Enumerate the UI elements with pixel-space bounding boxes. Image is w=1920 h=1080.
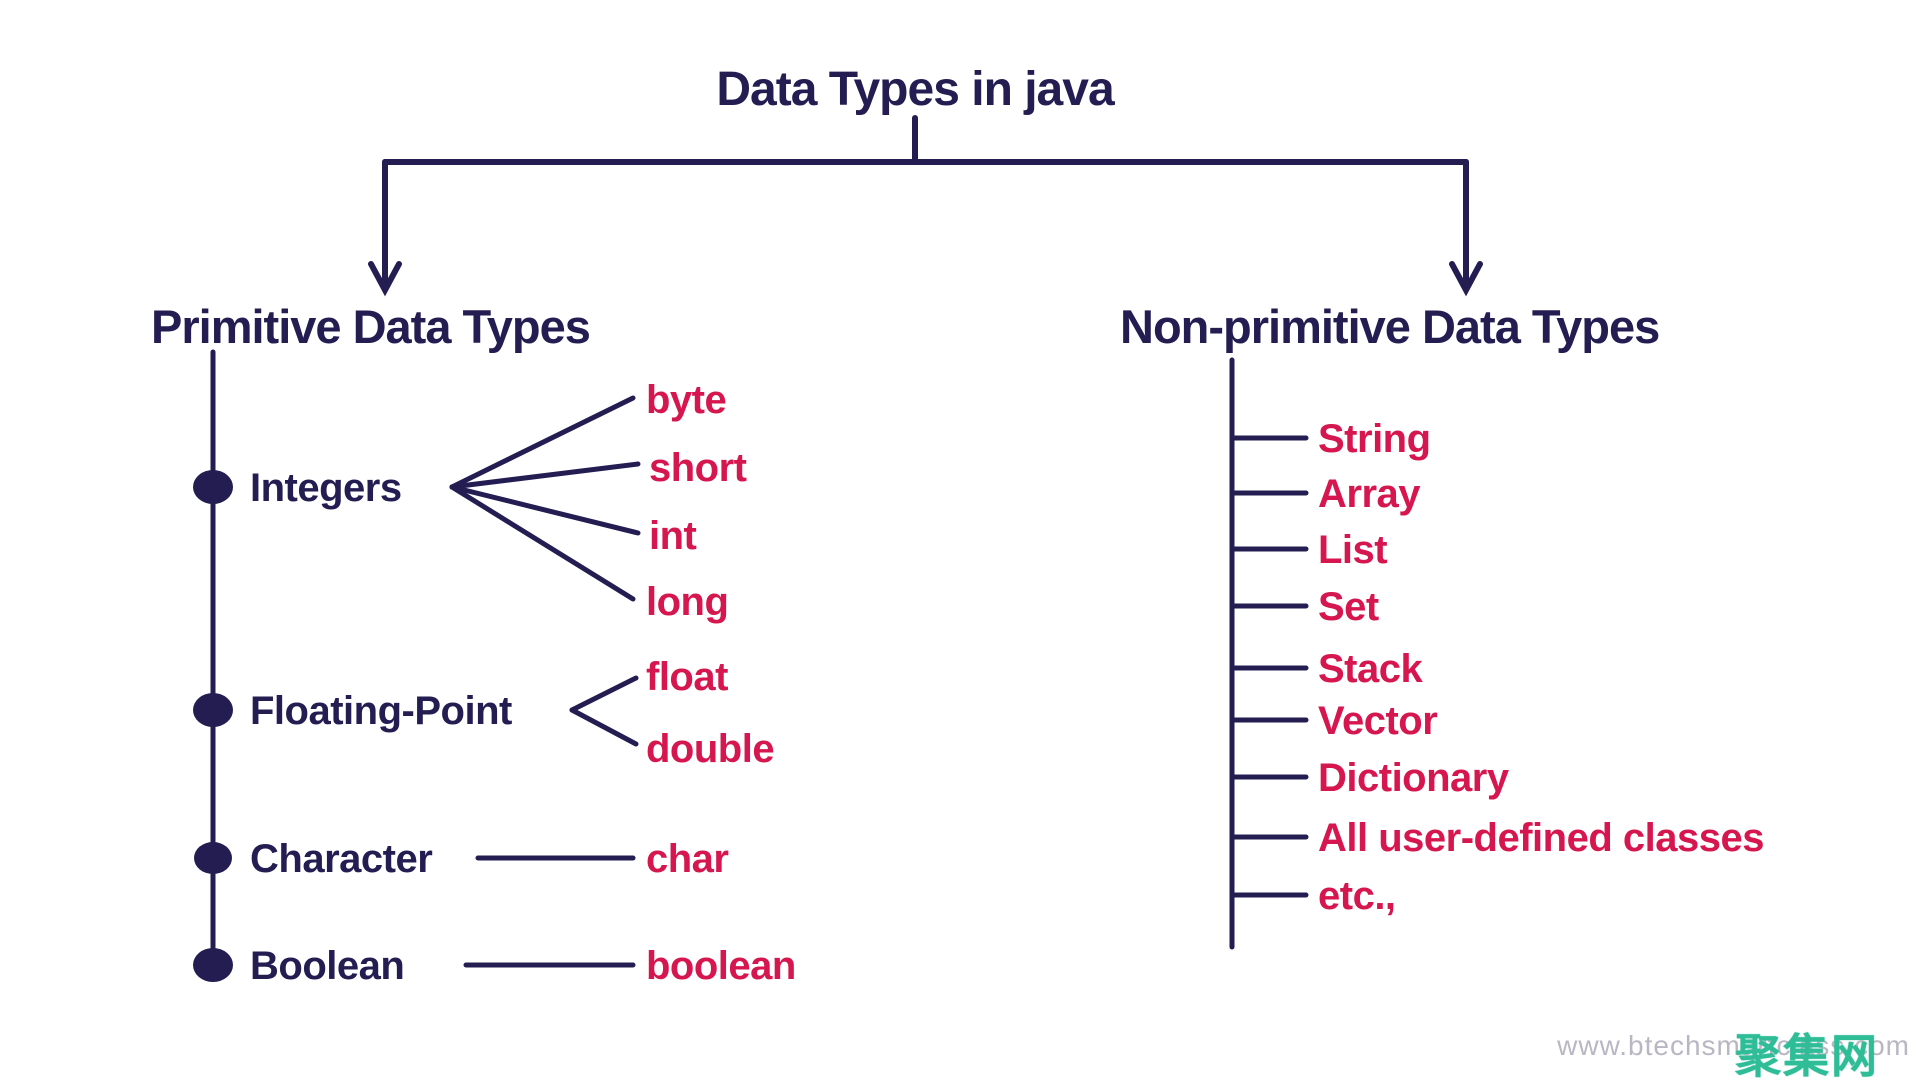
bullet-icon [193,693,233,727]
arrow-down-icon [1449,261,1483,297]
fan-line-int [449,484,641,536]
category-integers: Integers [250,466,402,510]
type-byte: byte [646,378,727,422]
type-int: int [649,514,697,558]
bullet-icon [193,948,233,982]
overlay-badge: 聚集网 [1735,1030,1879,1080]
non-primitive-heading: Non-primitive Data Types [1120,300,1660,353]
type-string: String [1318,417,1431,461]
type-array: Array [1318,472,1421,516]
category-floating-point: Floating-Point [250,689,512,733]
type-double: double [646,727,775,771]
type-list: List [1318,528,1388,572]
type-float: float [646,655,728,699]
fan-line-short [449,461,641,490]
arrow-down-icon [368,261,402,297]
bullet-icon [193,470,233,504]
type-vector: Vector [1318,699,1438,743]
fan-line-long [449,484,636,602]
type-user-defined-classes: All user-defined classes [1318,816,1764,860]
primitive-heading: Primitive Data Types [151,300,591,353]
category-character: Character [250,837,433,881]
fan-line-double [569,707,639,747]
type-stack: Stack [1318,647,1423,691]
page-title: Data Types in java [716,63,1114,116]
fan-line-byte [449,395,636,490]
type-short: short [649,446,747,490]
type-set: Set [1318,585,1379,629]
category-boolean: Boolean [250,944,405,988]
type-etc: etc., [1318,874,1396,918]
type-boolean: boolean [646,944,796,988]
bullet-icon [194,842,232,874]
fan-line-float [569,675,639,713]
type-char: char [646,837,729,881]
watermark-url: www.btechsmartclass.com [1557,1030,1910,1061]
type-dictionary: Dictionary [1318,756,1509,800]
type-long: long [646,580,729,624]
